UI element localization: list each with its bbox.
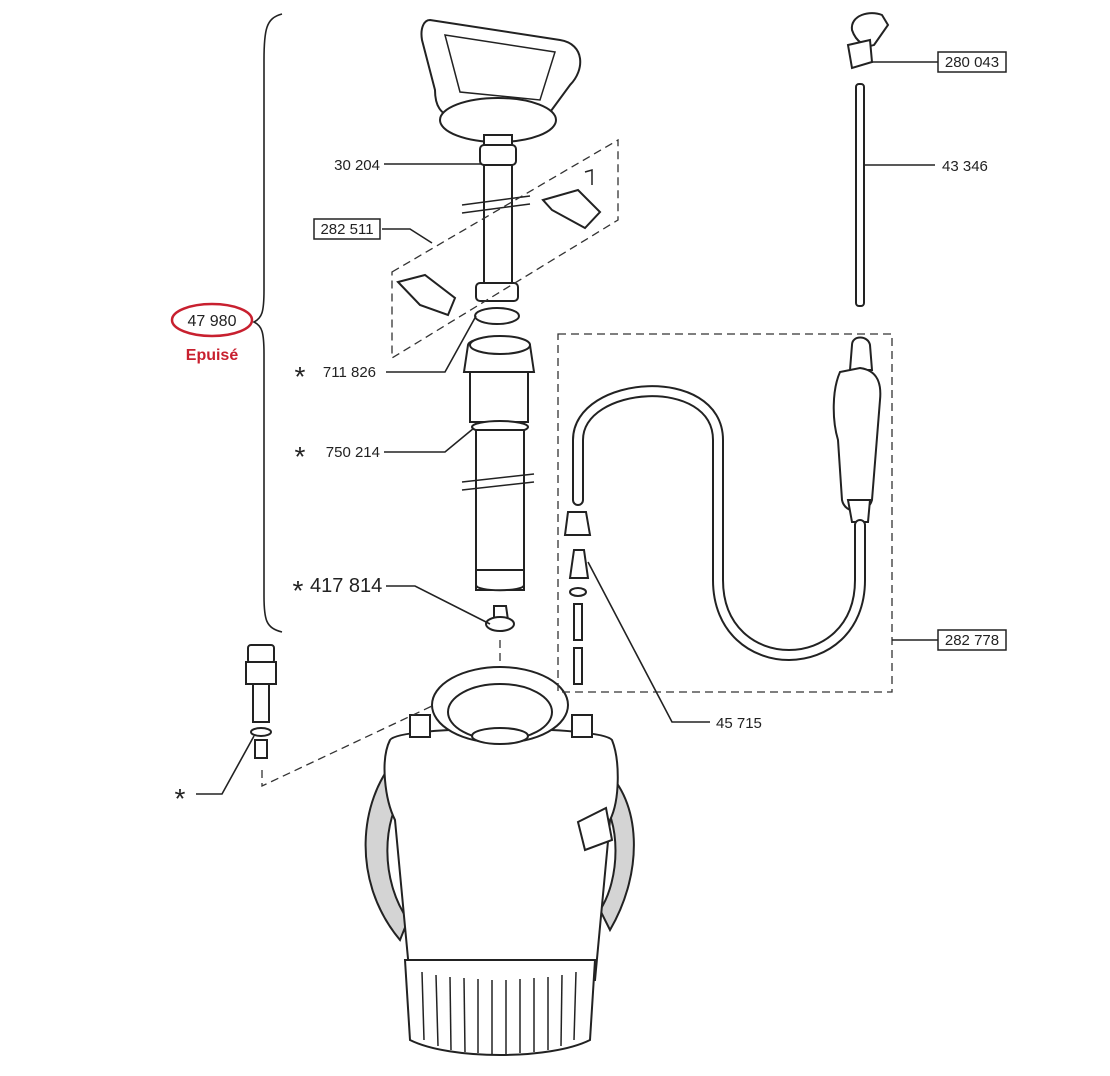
asterisk-oring-cylinder: *	[295, 441, 306, 472]
spray-handle	[832, 336, 882, 523]
hose-inner	[574, 387, 864, 659]
asterisk-relief-valve: *	[175, 783, 186, 814]
clip-right	[541, 169, 602, 230]
group-status-label: Epuisé	[186, 347, 239, 364]
label-hose-set: 282 778	[945, 632, 999, 649]
clip-left	[396, 273, 457, 317]
label-oring-cylinder: 750 214	[326, 444, 380, 461]
label-oring-top: 711 826	[323, 364, 376, 381]
label-lance: 43 346	[942, 158, 988, 175]
valve-part	[485, 605, 515, 632]
leader-clip-set	[382, 228, 433, 244]
pump-cylinder	[461, 335, 536, 592]
lance	[855, 83, 865, 307]
label-valve: 417 814	[310, 575, 382, 597]
label-nozzle-box	[937, 51, 1007, 73]
clip-set-box	[391, 138, 619, 360]
leader-oring-cylinder	[384, 427, 475, 453]
hose-set-box	[557, 333, 893, 693]
hose-connector	[563, 511, 592, 685]
relief-valve-guide	[261, 705, 433, 788]
group-ref-label: 47 980	[188, 313, 237, 330]
label-hose-set-box	[937, 629, 1007, 651]
tank	[364, 666, 635, 1056]
nozzle	[846, 12, 890, 70]
relief-valve	[245, 644, 277, 759]
oring-top	[474, 307, 520, 325]
label-handle-rod: 30 204	[334, 157, 380, 174]
leader-connector	[587, 561, 710, 723]
asterisk-oring-top: *	[295, 361, 306, 392]
leader-valve	[386, 585, 491, 625]
leader-relief-valve	[196, 735, 255, 795]
label-clip-set-box	[313, 218, 381, 240]
label-nozzle: 280 043	[945, 54, 999, 71]
group-brace	[252, 13, 283, 633]
group-ref-circle	[170, 302, 254, 338]
asterisk-valve: *	[293, 575, 304, 606]
label-clip-set: 282 511	[320, 221, 373, 238]
label-connector: 45 715	[716, 715, 762, 732]
pump-handle	[420, 18, 582, 161]
pump-rod	[461, 144, 531, 302]
leader-oring-top	[386, 315, 477, 373]
